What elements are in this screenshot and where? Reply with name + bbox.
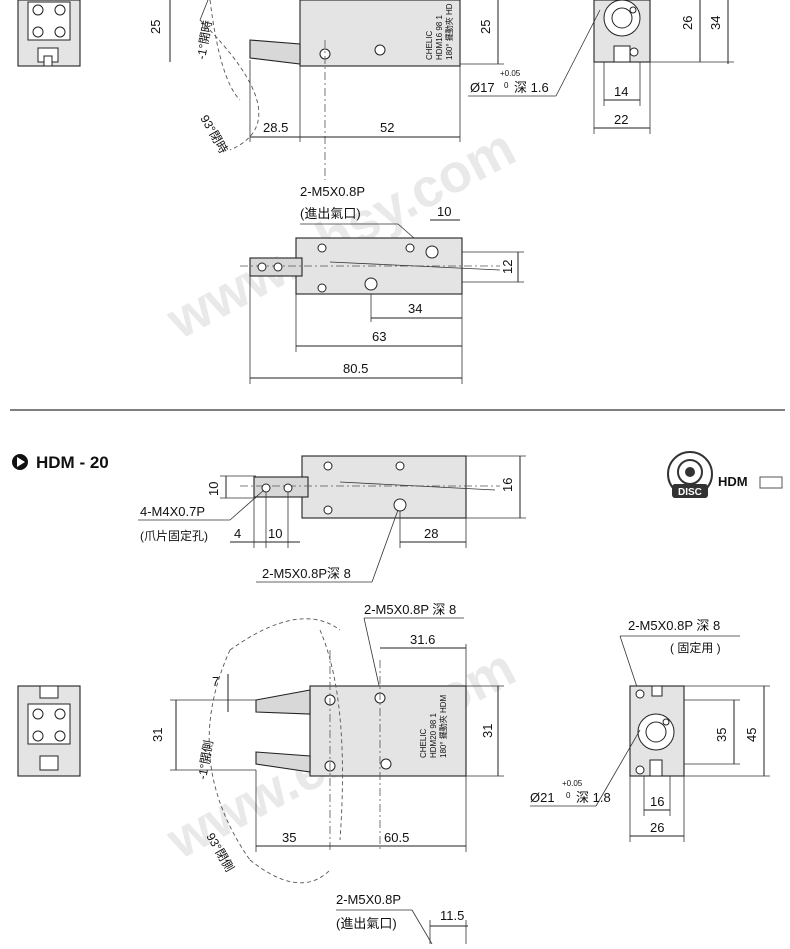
top-plan-view	[240, 237, 501, 295]
top-angle-open: -1°開時	[194, 19, 215, 60]
disc-badge-text: DISC	[678, 487, 702, 498]
top-dim-22: 22	[614, 112, 628, 127]
s2-plan-view	[240, 455, 500, 519]
s2-dim-26: 26	[650, 820, 664, 835]
top-tol: +0.05	[500, 69, 521, 78]
section-title: HDM - 20	[36, 453, 109, 472]
top-dim-25-right: 25	[478, 20, 493, 34]
s2-dim-45: 45	[744, 728, 759, 742]
top-dim-52: 52	[380, 120, 394, 135]
top-dim-25-left: 25	[148, 20, 163, 34]
top-bore: Ø17	[470, 80, 495, 95]
s2-angle-open: -1°開側	[195, 739, 216, 780]
top-dim-63: 63	[372, 329, 386, 344]
s2-fix-sub: ( 固定用 )	[670, 640, 721, 655]
top-depth: 深 1.6	[514, 80, 549, 95]
top-label-sub: 180° 擺動夾 HD	[444, 3, 454, 60]
top-dim-14: 14	[614, 84, 628, 99]
s2-dim-7: 7	[212, 674, 219, 689]
s2-dim-10: 10	[206, 482, 221, 496]
s2-deep-thread2: 2-M5X0.8P 深 8	[364, 602, 456, 617]
top-dim-34b: 34	[408, 301, 422, 316]
s2-label-brand: CHELIC	[419, 728, 428, 758]
top-front-view: CHELIC HDM16 98 1 180° 擺動夾 HD	[249, 0, 461, 180]
s2-dim-16b: 16	[650, 794, 664, 809]
s2-left-end-view	[17, 685, 81, 777]
s2-deep-thread: 2-M5X0.8P深 8	[262, 566, 351, 581]
top-angle-close: 93°閉時	[197, 113, 230, 157]
section-heading: HDM - 20	[12, 453, 109, 472]
s2-label-model: HDM20 98 1	[429, 713, 438, 758]
s2-dim-28: 28	[424, 526, 438, 541]
s2-dim-35-side: 35	[714, 728, 729, 742]
s2-front-view: CHELIC HDM20 98 1 180° 擺動夾 HDM	[255, 650, 467, 850]
top-dim-12: 12	[500, 260, 515, 274]
top-label-brand: CHELIC	[425, 30, 434, 60]
s2-claw-hole: 4-M4X0.7P	[140, 504, 205, 519]
watermark-top: www.ehsy.com	[157, 117, 525, 351]
top-side-view	[593, 0, 651, 63]
s2-dim-4: 4	[234, 526, 241, 541]
top-port-label: 2-M5X0.8P	[300, 184, 365, 199]
top-dim-28-5: 28.5	[263, 120, 288, 135]
top-dim-10: 10	[437, 204, 451, 219]
top-dim-26: 26	[680, 16, 695, 30]
s2-label-sub: 180° 擺動夾 HDM	[438, 694, 448, 758]
s2-dim-35: 35	[282, 830, 296, 845]
s2-port-label: 2-M5X0.8P	[336, 892, 401, 907]
s2-bore: Ø21	[530, 790, 555, 805]
top-port-sub: (進出氣口)	[300, 206, 361, 221]
disc-badge: DISC HDM	[667, 451, 783, 498]
disc-badge-label: HDM	[718, 474, 748, 489]
s2-dim-10b: 10	[268, 526, 282, 541]
top-left-end-view	[17, 0, 81, 67]
top-dim-80-5: 80.5	[343, 361, 368, 376]
s2-depth: 深 1.8	[576, 790, 611, 805]
s2-dim-60-5: 60.5	[384, 830, 409, 845]
s2-fix-thread: 2-M5X0.8P 深 8	[628, 618, 720, 633]
s2-dim-16: 16	[500, 478, 515, 492]
s2-claw-sub: (爪片固定孔)	[140, 528, 208, 543]
top-dim-34: 34	[708, 16, 723, 30]
s2-port-sub: (進出氣口)	[336, 916, 397, 931]
s2-dim-31-left: 31	[150, 728, 165, 742]
s2-tol: +0.05	[562, 779, 583, 788]
s2-tol-zero: 0	[566, 791, 571, 800]
s2-dim-31-right: 31	[480, 724, 495, 738]
s2-dim-11-5: 11.5	[440, 908, 464, 923]
s2-side-view	[629, 685, 685, 777]
top-tol-zero: 0	[504, 81, 509, 90]
top-label-model: HDM16 98 1	[435, 15, 444, 60]
s2-dim-31-6: 31.6	[410, 632, 435, 647]
